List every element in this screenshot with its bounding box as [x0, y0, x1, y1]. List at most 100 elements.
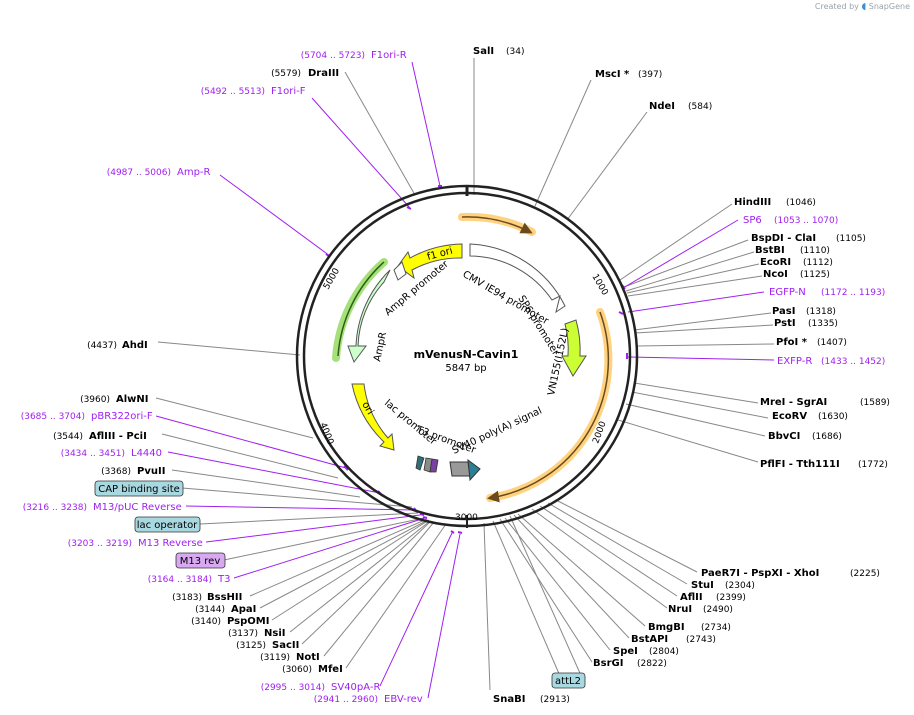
primer-t3-range: (3164 .. 3184): [148, 575, 212, 585]
label-connectors: [155, 58, 775, 699]
primer-labels: (5704 .. 5723) F1ori-R (5492 .. 5513) F1…: [21, 50, 886, 705]
enzyme-pasi-pos: (1318): [806, 307, 836, 317]
enzyme-ndei: NdeI: [649, 101, 675, 112]
label-lac-operator: lac operator: [137, 520, 198, 531]
enzyme-pasi: PasI: [772, 306, 795, 317]
enzyme-bsshii: BssHII: [207, 592, 242, 603]
enzyme-msci: MscI *: [595, 69, 630, 80]
enzyme-ahdi: AhdI: [122, 340, 148, 351]
enzyme-spei: SpeI: [613, 646, 638, 657]
label-cap-binding-site: CAP binding site: [98, 484, 180, 495]
primer-sp6-range: (1053 .. 1070): [774, 216, 838, 226]
enzyme-pfoi-pos: (1407): [817, 338, 847, 348]
enzyme-sacii: SacII: [272, 640, 299, 651]
primer-l4440: L4440: [131, 448, 162, 459]
enzyme-psti-pos: (1335): [808, 319, 838, 329]
label-sp6-promoter: SP6 promoter: [515, 294, 561, 359]
enzyme-hindiii-pos: (1046): [786, 198, 816, 208]
primer-sp6: SP6: [743, 215, 762, 226]
enzyme-bstbi: BstBI: [755, 245, 785, 256]
primer-sv40pa-r-range: (2995 .. 3014): [261, 683, 325, 693]
enzyme-draiii-pos: (5579): [271, 69, 301, 79]
enzyme-mrei-sgrai-pos: (1589): [860, 398, 890, 408]
credit-text: Created by: [814, 2, 859, 11]
enzyme-bmgbi-pos: (2734): [701, 623, 731, 633]
enzyme-aflii-pos: (2399): [716, 593, 746, 603]
enzyme-bsshii-pos: (3183): [172, 593, 202, 603]
enzyme-afliii-pos: (3544): [53, 432, 83, 442]
feature-vn155: [561, 319, 587, 377]
primer-exfp-r: EXFP-R: [777, 356, 812, 367]
enzyme-pspomi: PspOMI: [227, 616, 269, 627]
enzyme-bbvci-pos: (1686): [812, 432, 842, 442]
enzyme-alwni-pos: (3960): [80, 395, 110, 405]
primer-ebv-rev-range: (2941 .. 2960): [314, 695, 378, 705]
feature-ori: [351, 383, 395, 451]
plasmid-name: mVenusN-Cavin1: [414, 348, 519, 361]
enzyme-mfei: MfeI: [318, 664, 343, 675]
primer-sv40pa-r: SV40pA-R: [331, 682, 380, 693]
box-m13-rev: [175, 552, 226, 569]
enzyme-apai: ApaI: [231, 604, 256, 615]
label-ampr: AmpR: [372, 331, 389, 363]
enzyme-ncoi: NcoI: [763, 269, 788, 280]
primer-pbr322: pBR322ori-F: [91, 411, 153, 422]
primer-f1ori-r-range: (5704 .. 5723): [301, 51, 365, 61]
primer-exfp-r-range: (1433 .. 1452): [821, 357, 885, 367]
primer-m13rev-range: (3203 .. 3219): [68, 539, 132, 549]
enzyme-msci-pos: (397): [638, 70, 662, 80]
primer-t3: T3: [217, 574, 230, 585]
enzyme-sali-pos: (34): [506, 47, 524, 57]
enzyme-sali: SalI: [473, 46, 494, 57]
enzyme-pflfi-tth111i-pos: (1772): [858, 460, 888, 470]
enzyme-hindiii: HindIII: [734, 197, 771, 208]
enzyme-ncoi-pos: (1125): [800, 270, 830, 280]
enzyme-ecorv-pos: (1630): [818, 412, 848, 422]
feature-ampr-promoter: [393, 261, 407, 281]
tick-1000: 1000: [589, 273, 609, 298]
enzyme-bstapi: BstAPI: [631, 634, 668, 645]
enzyme-afliii: AflIII - PciI: [89, 431, 147, 442]
enzyme-labels-left: (5579) DraIII (4437) AhdI (3960) AlwNI (…: [53, 68, 343, 675]
primer-pbr322-range: (3685 .. 3704): [21, 412, 85, 422]
enzyme-stui-pos: (2304): [725, 581, 755, 591]
enzyme-pfoi: PfoI *: [776, 337, 808, 348]
label-sv40-polya: SV40 poly(A) signal: [451, 405, 544, 456]
feature-lac-promoter: [415, 455, 425, 471]
enzyme-bstapi-pos: (2743): [686, 635, 716, 645]
enzyme-mfei-pos: (3060): [282, 665, 312, 675]
features: [347, 243, 587, 482]
box-cap-binding: [94, 480, 184, 497]
credit-brand: SnapGene: [868, 2, 910, 11]
primer-sites: [325, 185, 628, 534]
enzyme-bbvci: BbvCI: [768, 431, 800, 442]
enzyme-mrei-sgrai: MreI - SgrAI: [760, 397, 827, 408]
enzyme-noti-pos: (3119): [260, 653, 290, 663]
enzyme-nsii-pos: (3137): [228, 629, 258, 639]
enzyme-ecori: EcoRI: [760, 257, 791, 268]
primer-f1ori-f: F1ori-F: [271, 86, 306, 97]
primer-m13rev: M13 Reverse: [138, 538, 203, 549]
enzyme-alwni: AlwNI: [116, 394, 149, 405]
primer-m13puc-range: (3216 .. 3238): [23, 503, 87, 513]
primer-egfp-n-range: (1172 .. 1193): [821, 288, 885, 298]
enzyme-spei-pos: (2804): [649, 647, 679, 657]
enzyme-bspdi-clai: BspDI - ClaI: [751, 233, 816, 244]
primer-ebv-rev: EBV-rev: [384, 694, 423, 705]
enzyme-bsrgi-pos: (2822): [637, 659, 667, 669]
enzyme-draiii: DraIII: [308, 68, 339, 79]
primer-egfp-n: EGFP-N: [769, 287, 806, 298]
orf-highlights: [332, 212, 613, 503]
enzyme-pvuii-pos: (3368): [101, 467, 131, 477]
boxed-feature-labels: CAP binding site lac operator M13 rev at…: [94, 480, 586, 689]
primer-amp-r: Amp-R: [177, 167, 211, 178]
feature-sv40-polya: [449, 461, 471, 477]
enzyme-stui: StuI: [691, 580, 714, 591]
enzyme-snabi: SnaBI: [493, 694, 525, 705]
enzyme-ndei-pos: (584): [688, 102, 712, 112]
enzyme-paer7i-pos: (2225): [850, 569, 880, 579]
enzyme-noti: NotI: [296, 652, 320, 663]
primer-amp-r-range: (4987 .. 5006): [107, 168, 171, 178]
primer-m13puc: M13/pUC Reverse: [93, 502, 182, 513]
